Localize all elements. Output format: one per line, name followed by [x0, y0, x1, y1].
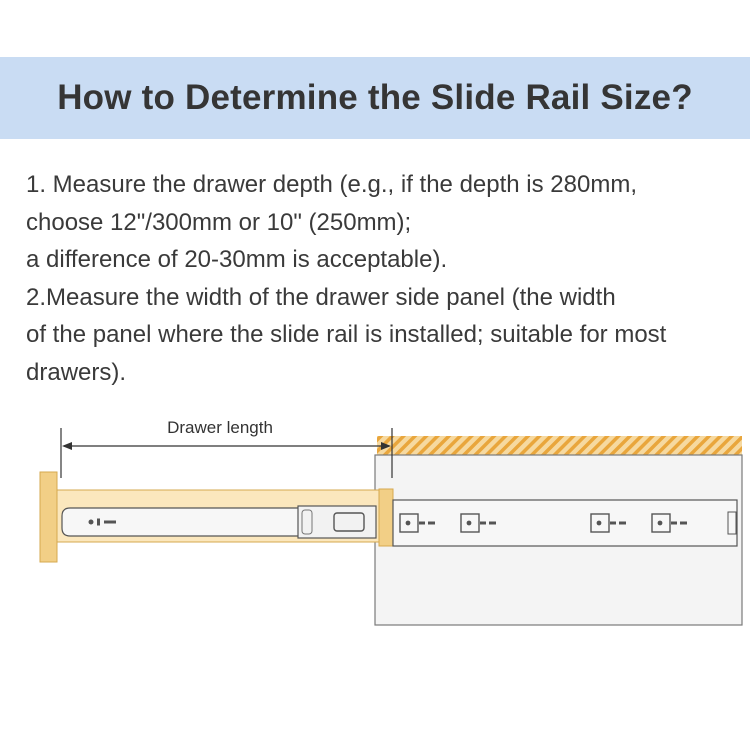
instruction-line: a difference of 20-30mm is acceptable). [26, 246, 448, 274]
outer-rail-hole-dots [405, 520, 687, 526]
outer-rail [392, 499, 738, 547]
instruction-line: 2.Measure the width of the drawer side p… [26, 283, 616, 311]
instructions-text: 1. Measure the drawer depth (e.g., if th… [26, 166, 741, 392]
instruction-line: of the panel where the slide rail is ins… [26, 321, 667, 349]
dimension-arrow-left [62, 442, 72, 450]
outer-rail-end [727, 511, 737, 535]
page-title: How to Determine the Slide Rail Size? [57, 78, 693, 117]
drawer-front-board [39, 471, 58, 563]
rail-release-slot [333, 512, 365, 532]
rail-hole-icon [104, 520, 116, 524]
rail-end-cap [301, 509, 313, 535]
outer-rail-holes [399, 513, 671, 533]
dimension-arrow-right [381, 442, 391, 450]
instruction-line: 1. Measure the drawer depth (e.g., if th… [26, 171, 637, 198]
middle-rail [297, 505, 377, 539]
rail-hole-icon [88, 519, 94, 525]
instruction-line: choose 12"/300mm or 10" (250mm); [26, 208, 412, 236]
rail-hole-icon [97, 518, 100, 526]
inner-rail [61, 507, 313, 537]
slide-rail-diagram: Drawer length [39, 418, 743, 626]
instruction-line: drawers). [26, 358, 127, 386]
drawer-back-board [378, 488, 394, 547]
dimension-label: Drawer length [167, 418, 273, 437]
title-banner: How to Determine the Slide Rail Size? [0, 57, 750, 139]
cabinet-top-hatch [377, 436, 742, 455]
